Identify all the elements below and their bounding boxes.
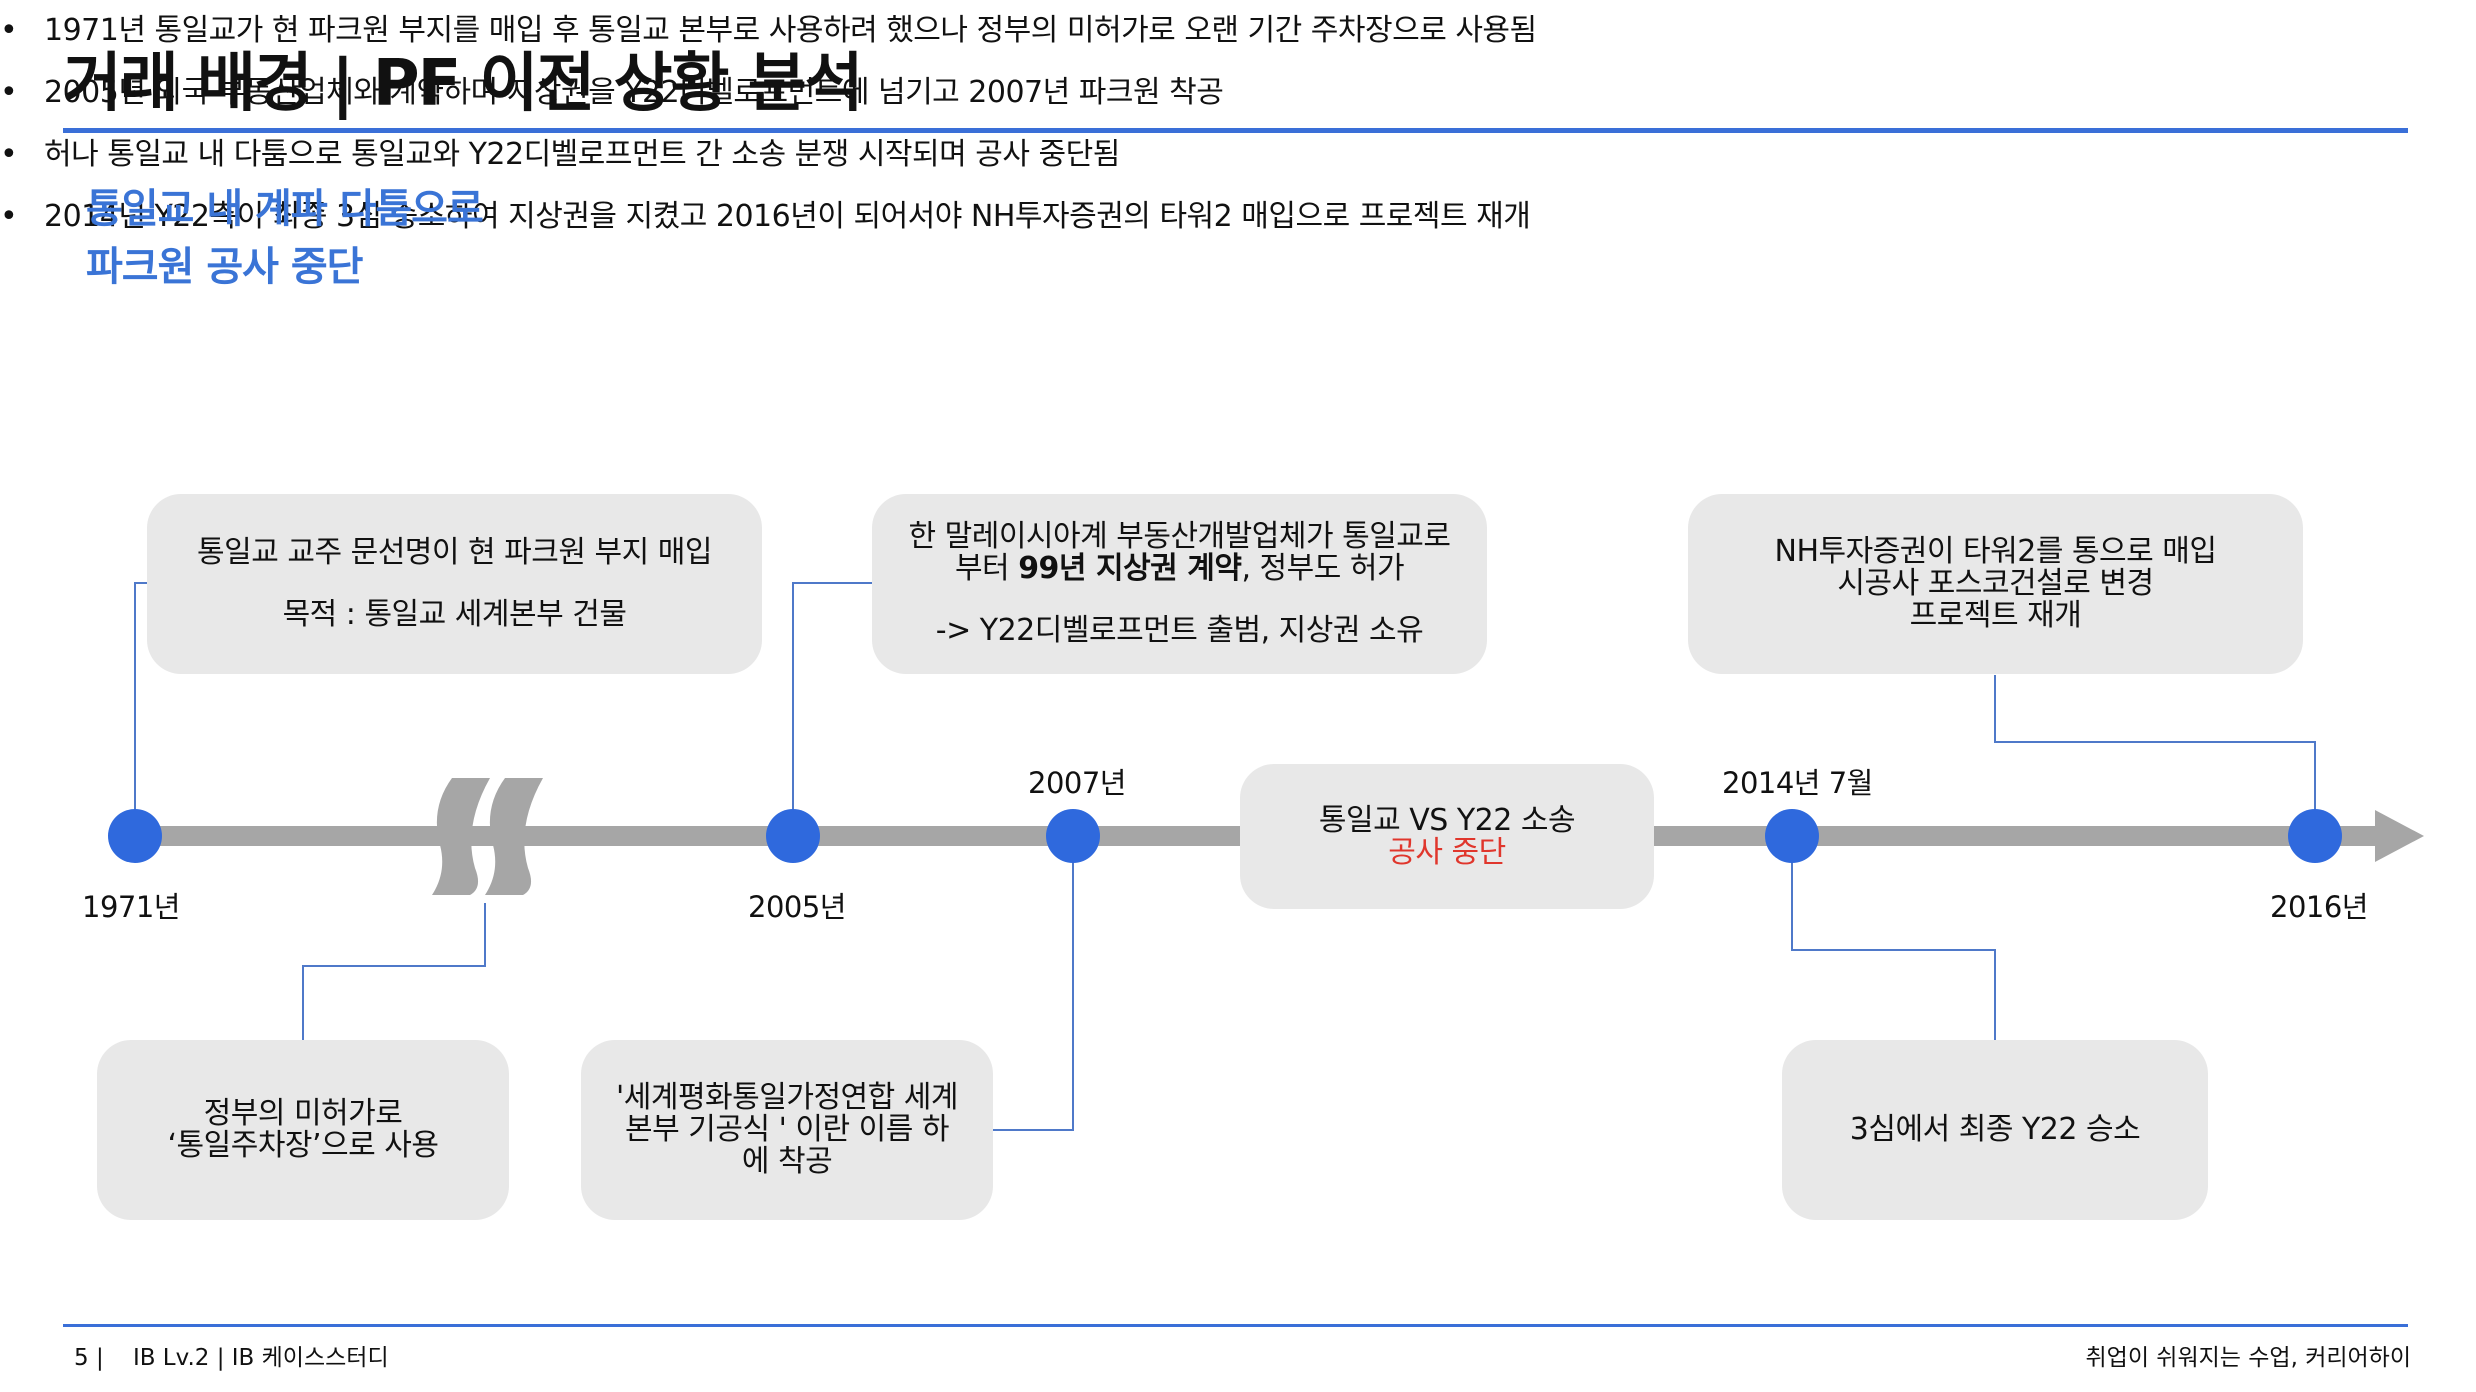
event-text-line: 부터 99년 지상권 계약, 정부도 허가 bbox=[954, 551, 1405, 586]
title-divider bbox=[63, 128, 2408, 133]
label-2014: 2014년 7월 bbox=[1722, 766, 1873, 800]
subhead-line-2: 파크원 공사 중단 bbox=[86, 244, 363, 290]
event-text: 통일교 VS Y22 소송 bbox=[1318, 802, 1576, 838]
bullet-item: • 허나 통일교 내 다툼으로 통일교와 Y22디벨로프먼트 간 소송 분쟁 시작… bbox=[0, 124, 2476, 186]
event-text: 시공사 포스코건설로 변경 bbox=[1837, 566, 2154, 601]
bullet-mark: • bbox=[0, 13, 18, 48]
bullet-text: 2014년 Y22측이 최종 3심 승소하여 지상권을 지켰고 2016년이 되… bbox=[44, 199, 1531, 234]
label-1971: 1971년 bbox=[82, 890, 180, 924]
label-2005: 2005년 bbox=[748, 890, 846, 924]
event-text: 3심에서 최종 Y22 승소 bbox=[1849, 1112, 2141, 1147]
label-2007: 2007년 bbox=[1028, 766, 1126, 800]
event-text: 한 말레이시아계 부동산개발업체가 통일교로 bbox=[908, 519, 1451, 554]
event-box-dispute: 통일교 VS Y22 소송 공사 중단 bbox=[1240, 764, 1654, 909]
bullet-item: • 2005년 외국 부동산업체와 계약하며 지상권을 Y22디벨로프먼트에 넘기… bbox=[0, 62, 2476, 124]
connector-2014 bbox=[1791, 836, 1996, 1043]
connector-parking bbox=[302, 903, 486, 1043]
connector-1971 bbox=[134, 582, 147, 836]
bullet-mark: • bbox=[0, 75, 18, 110]
bullet-text: 2005년 외국 부동산업체와 계약하며 지상권을 Y22디벨로프먼트에 넘기고… bbox=[44, 75, 1224, 110]
node-2016 bbox=[2288, 809, 2342, 863]
event-box-2014: 3심에서 최종 Y22 승소 bbox=[1782, 1040, 2208, 1220]
node-2014 bbox=[1765, 809, 1819, 863]
bullet-text: 허나 통일교 내 다툼으로 통일교와 Y22디벨로프먼트 간 소송 분쟁 시작되… bbox=[44, 137, 1120, 172]
event-text: -> Y22디벨로프먼트 출범, 지상권 소유 bbox=[935, 613, 1424, 648]
event-text-post: , 정부도 허가 bbox=[1241, 551, 1405, 586]
event-box-2005: 한 말레이시아계 부동산개발업체가 통일교로 부터 99년 지상권 계약, 정부… bbox=[872, 494, 1487, 674]
bullet-item: • 2014년 Y22측이 최종 3심 승소하여 지상권을 지켰고 2016년이 … bbox=[0, 186, 2476, 248]
event-text: 에 착공 bbox=[741, 1144, 833, 1179]
event-text: 프로젝트 재개 bbox=[1909, 598, 2082, 633]
bullet-text: 1971년 통일교가 현 파크원 부지를 매입 후 통일교 본부로 사용하려 했… bbox=[44, 13, 1537, 48]
node-2005 bbox=[766, 809, 820, 863]
timeline-break-mark bbox=[432, 778, 543, 895]
event-box-parking: 정부의 미허가로 ‘통일주차장’으로 사용 bbox=[97, 1040, 509, 1220]
label-2016: 2016년 bbox=[2270, 890, 2368, 924]
event-box-1971: 통일교 교주 문선명이 현 파크원 부지 매입 목적 : 통일교 세계본부 건물 bbox=[147, 494, 762, 674]
event-box-2016: NH투자증권이 타워2를 통으로 매입 시공사 포스코건설로 변경 프로젝트 재… bbox=[1688, 494, 2303, 674]
page-title: 거래 배경 | PF 이전 상황 분석 bbox=[63, 47, 863, 121]
event-box-2007: '세계평화통일가정연합 세계 본부 기공식 ' 이란 이름 하 에 착공 bbox=[581, 1040, 993, 1220]
footer-page-info: 5 | IB Lv.2 | IB 케이스스터디 bbox=[74, 1345, 389, 1371]
subhead-line-1: 통일교 내 계파 다툼으로 bbox=[86, 186, 484, 232]
section-subhead: 통일교 내 계파 다툼으로 파크원 공사 중단 bbox=[86, 180, 484, 296]
bullet-mark: • bbox=[0, 199, 18, 234]
footer-tagline: 취업이 쉬워지는 수업, 커리어하이 bbox=[2085, 1345, 2411, 1371]
connector-2005 bbox=[792, 582, 872, 836]
bullet-mark: • bbox=[0, 137, 18, 172]
event-text: 본부 기공식 ' 이란 이름 하 bbox=[625, 1112, 949, 1147]
timeline-arrowhead bbox=[2375, 810, 2424, 862]
event-text-bold: 99년 지상권 계약 bbox=[1018, 551, 1242, 586]
node-2007 bbox=[1046, 809, 1100, 863]
footer-divider bbox=[63, 1324, 2408, 1327]
event-text-pre: 부터 bbox=[954, 551, 1019, 586]
node-1971 bbox=[108, 809, 162, 863]
bullet-item: • 1971년 통일교가 현 파크원 부지를 매입 후 통일교 본부로 사용하려 … bbox=[0, 0, 2476, 62]
bullet-list: • 1971년 통일교가 현 파크원 부지를 매입 후 통일교 본부로 사용하려 … bbox=[0, 0, 2476, 248]
event-text: 정부의 미허가로 bbox=[203, 1096, 403, 1131]
event-text: ‘통일주차장’으로 사용 bbox=[167, 1128, 439, 1163]
event-text: '세계평화통일가정연합 세계 bbox=[616, 1080, 958, 1115]
connector-2016 bbox=[1994, 675, 2316, 836]
event-text: NH투자증권이 타워2를 통으로 매입 bbox=[1774, 534, 2218, 569]
event-text-highlight: 공사 중단 bbox=[1388, 834, 1506, 870]
event-text: 목적 : 통일교 세계본부 건물 bbox=[282, 597, 627, 632]
connector-2007 bbox=[990, 836, 1074, 1131]
event-text: 통일교 교주 문선명이 현 파크원 부지 매입 bbox=[197, 535, 712, 570]
